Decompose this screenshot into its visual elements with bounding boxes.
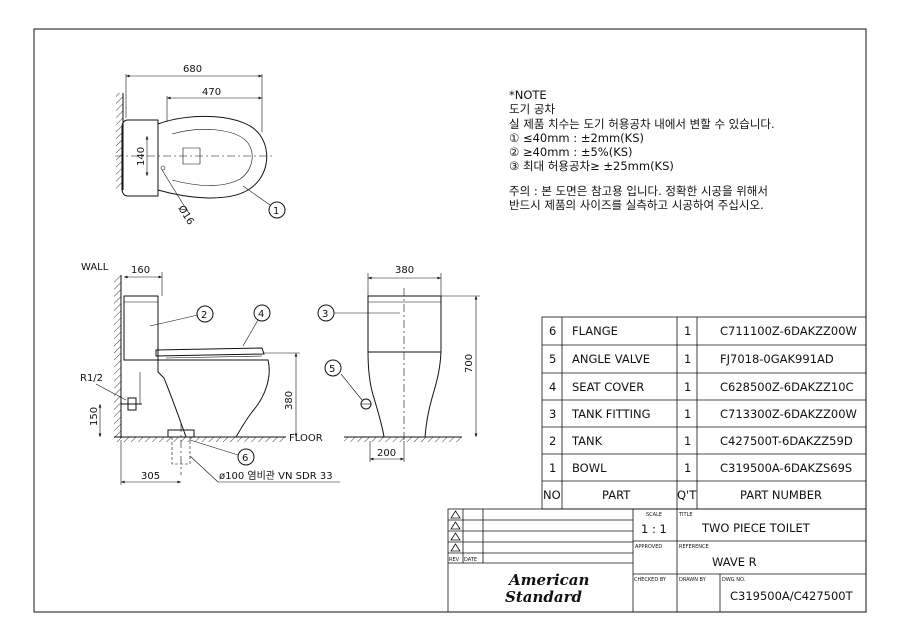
header-qty: Q'T [677, 488, 697, 502]
dim-140: 140 [136, 147, 147, 166]
callout-4: 4 [258, 309, 264, 320]
dim-680: 680 [183, 64, 202, 75]
approved-label: APPROVED [635, 544, 662, 550]
wall-label: WALL [81, 262, 109, 273]
callout-6: 6 [242, 453, 248, 464]
warning-line: 반드시 제품의 사이즈를 실측하고 시공하여 주십시오. [509, 198, 764, 213]
part-no: 1 [549, 461, 556, 475]
part-qty: 1 [684, 352, 691, 366]
reference-value: WAVE R [712, 555, 757, 569]
part-number: C713300Z-6DAKZZ00W [720, 407, 857, 421]
part-no: 6 [549, 324, 556, 338]
dim-200: 200 [377, 448, 396, 459]
checked-label: CHECKED BY [634, 577, 667, 583]
warning-line: 주의 : 본 도면은 참고용 입니다. 정확한 시공을 위해서 [509, 183, 768, 198]
floor-label: FLOOR [289, 433, 323, 444]
header-no: NO [543, 488, 561, 502]
part-name: SEAT COVER [572, 380, 644, 394]
dwg-no-value: C319500A/C427500T [730, 589, 854, 603]
part-no: 3 [549, 407, 556, 421]
callout-2: 2 [201, 310, 207, 321]
title-label: TITLE [678, 512, 693, 518]
part-number: C427500T-6DAKZZ59D [720, 434, 853, 448]
part-name: FLANGE [572, 324, 618, 338]
part-no: 2 [549, 434, 556, 448]
header-part: PART [602, 488, 631, 502]
part-qty: 1 [684, 434, 691, 448]
drawing-title: TWO PIECE TOILET [701, 521, 811, 535]
brand-logo-line2: Standard [505, 588, 582, 606]
part-name: ANGLE VALVE [572, 352, 650, 366]
part-qty: 1 [684, 324, 691, 338]
part-qty: 1 [684, 380, 691, 394]
dim-305: 305 [141, 471, 160, 482]
front-view: 380 700 200 3 5 [317, 265, 480, 462]
note-line: 실 제품 치수는 도기 허용공차 내에서 변할 수 있습니다. [509, 116, 775, 131]
brand-logo-line1: American [507, 571, 589, 589]
part-qty: 1 [684, 461, 691, 475]
part-name: TANK [571, 434, 603, 448]
part-number: FJ7018-0GAK991AD [720, 352, 834, 366]
dim-470: 470 [202, 87, 221, 98]
note-heading: 도기 공차 [509, 102, 555, 117]
callout-1: 1 [273, 206, 279, 217]
part-number: C319500A-6DAKZS69S [720, 461, 852, 475]
rev-label: REV [449, 557, 460, 563]
dim-380-height: 380 [284, 391, 295, 410]
note-line: ② ≥40mm : ±5%(KS) [509, 145, 633, 160]
dim-160: 160 [131, 265, 150, 276]
note-line: ① ≤40mm : ±2mm(KS) [509, 130, 644, 145]
part-number: C711100Z-6DAKZZ00W [720, 324, 857, 338]
dim-dia16: Ø16 [175, 203, 196, 227]
part-qty: 1 [684, 407, 691, 421]
part-no: 5 [549, 352, 556, 366]
note-title: *NOTE [509, 88, 547, 102]
tolerance-note: *NOTE 도기 공차 실 제품 치수는 도기 허용공차 내에서 변할 수 있습… [509, 88, 775, 212]
r12-label: R1/2 [80, 373, 103, 384]
reference-label: REFERENCE [679, 544, 709, 550]
part-no: 4 [549, 380, 556, 394]
drawn-label: DRAWN BY [679, 577, 707, 583]
callout-5: 5 [329, 364, 335, 375]
part-name: BOWL [572, 461, 607, 475]
pipe-note: ø100 염비관 VN SDR 33 [219, 470, 333, 482]
dim-700: 700 [464, 354, 475, 373]
top-view: 680 470 140 Ø16 1 [115, 64, 286, 227]
dim-380-width: 380 [395, 265, 414, 276]
dim-150: 150 [89, 407, 100, 426]
side-view: WALL FLOOR R1/2 160 150 380 [80, 262, 340, 485]
dwg-no-label: DWG NO. [722, 577, 746, 583]
part-number: C628500Z-6DAKZZ10C [720, 380, 854, 394]
header-part-number: PART NUMBER [740, 488, 822, 502]
scale-value: 1 : 1 [641, 522, 667, 536]
title-block: REV DATE SCALE 1 : 1 TITLE TWO PIECE TOI… [447, 508, 867, 613]
part-name: TANK FITTING [571, 407, 651, 421]
scale-label: SCALE [646, 512, 662, 518]
parts-table: 6 FLANGE 1 C711100Z-6DAKZZ00W 5 ANGLE VA… [541, 316, 867, 510]
date-label: DATE [464, 557, 477, 563]
note-line: ③ 최대 허용공차≥ ±25mm(KS) [509, 159, 674, 174]
callout-3: 3 [322, 309, 328, 320]
